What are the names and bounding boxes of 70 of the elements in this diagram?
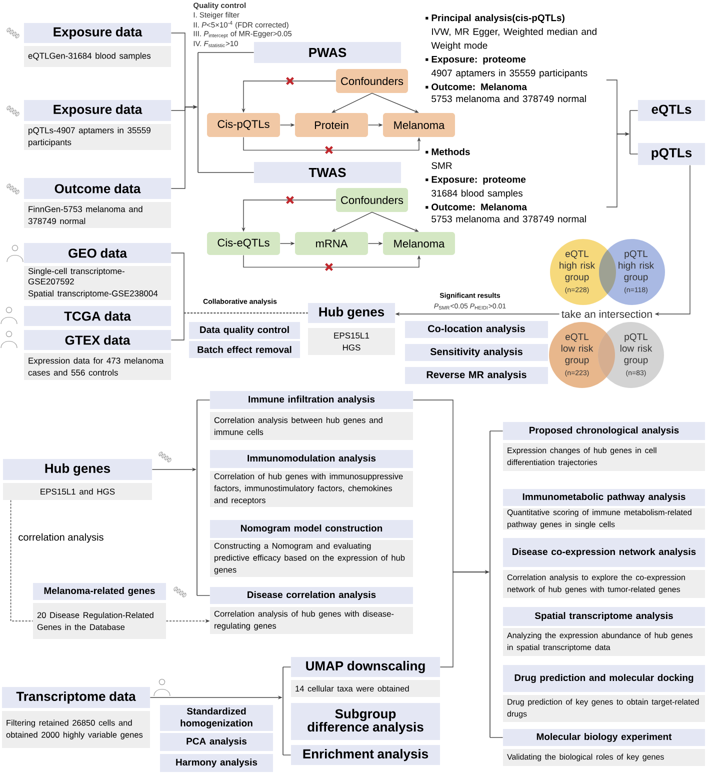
header-box: eQTLs <box>638 100 705 121</box>
info-card: Outcome data FinnGen-5753 melanoma and 378749 normal <box>24 178 171 228</box>
node-label: 14 cellular taxa were obtained <box>296 685 409 692</box>
node-label: Immunometabolic pathway analysis <box>522 493 686 502</box>
node-label: Transcriptome data <box>16 691 136 704</box>
node-label: Outcome data <box>54 184 141 194</box>
info-card: GEO data Single-cell transcriptome-GSE207592 Spatial transcriptome-GSE238004 <box>24 243 171 300</box>
factor-box: Cis-pQTLs <box>207 113 280 137</box>
factor-box: Cis-eQTLs <box>207 232 280 255</box>
header-box: PCA analysis <box>160 733 273 751</box>
header-box: Standardized homogenization <box>160 705 273 731</box>
node-label: Hub genes <box>319 306 384 320</box>
bullet-list: Methods SMR Exposure: proteome 31684 blood samples Outcome: Melanoma 5753 melanoma and 378749 normal <box>426 148 586 222</box>
header-box: Batch effect removal <box>189 341 300 358</box>
node-label: GEO data <box>68 248 128 258</box>
bullet-list: Principal analysis(cis-pQTLs) IVW, MR Egger, Weighted median and Weight mode Exposure: proteome 4907 aptamers in 35559 participants Outcome: Melanoma 5753 melanoma and 378749 normal <box>426 14 596 102</box>
info-card: Transcriptome data Filtering retained 26850 cells and obtained 2000 highly variable genes <box>2 687 150 748</box>
node-label: Nomogram model construction <box>240 524 382 534</box>
node-label: Proposed chronological analysis <box>530 426 679 436</box>
header-box: PWAS <box>254 42 401 63</box>
info-card: Disease co-expression network analysis Correlation analysis to explore the co-expression network of hub genes with tumor-related genes <box>503 538 705 598</box>
info-card: Exposure data pQTLs-4907 aptamers in 35559 participants <box>24 100 171 150</box>
info-card: Disease correlation analysis Correlation analysis of hub genes with disease-regulating genes <box>210 587 413 634</box>
factor-box: mRNA <box>295 232 368 255</box>
node-label: GTEX data <box>65 335 130 345</box>
node-label: Immunomodulation analysis <box>248 454 376 464</box>
factor-box: Confounders <box>336 69 408 93</box>
info-card: Immunometabolic pathway analysis Quantitative scoring of immune metabolism-related pathway genes in single cells <box>503 489 705 530</box>
header-box: pQTLs <box>638 143 705 165</box>
node-label: Immune infiltration analysis <box>248 396 375 404</box>
node-label: Correlation analysis to explore the co-expression network of hub genes with tumor-related genes <box>507 574 685 594</box>
header-box: Harmony analysis <box>160 754 273 772</box>
header-box: Enrichment analysis <box>291 745 440 765</box>
edge-label: correlation analysis <box>17 532 105 544</box>
info-card: UMAP downscaling 14 cellular taxa were obtained <box>291 657 440 697</box>
info-card: Spatial transcriptome analysis Analyzing the expression abundance of hub genes in spatial transcriptome data <box>503 607 705 656</box>
info-card: Nomogram model construction Constructing a Nomogram and evaluating predictive efficacy based on the expression of hub genes <box>210 520 413 577</box>
info-card: GTEX data Expression data for 473 melanoma cases and 556 controls <box>24 330 171 380</box>
info-card: Molecular biology experiment Validating the biological roles of key genes <box>503 729 705 766</box>
factor-box: Melanoma <box>383 232 455 255</box>
info-card: Immunomodulation analysis Correlation of hub genes with immunosuppressive factors, immunostimulatory factors, chemokines and receptors <box>210 450 413 507</box>
threshold-text: $\mbox{\itshape P}_{\mbox{\fontsize{5bp}{6bp}\selectfont SMR}}\mbox{<0.05 }\mbox{\itshape P}_{\mbox{\fontsize{5bp}{6bp}\selectfont HEIDI}}\mbox{>0.01}$ <box>434 304 506 310</box>
node-label: Disease correlation analysis <box>248 591 376 600</box>
node-label: Exposure data <box>54 104 142 117</box>
notes-text: $\mbox{III. }\mbox{\itshape P}_{\mbox{\fontsize{5bp}{6bp}\selectfont intercept}}\mbox{ of MR-Egger>0.05}$ <box>194 30 292 38</box>
factor-box: Confounders <box>336 188 408 212</box>
node-label: Melanoma-related genes <box>44 587 155 596</box>
venn-caption: take an intersection <box>562 310 652 318</box>
info-card: Hub genes EPS15L1 HGS <box>308 303 395 355</box>
node-label: Validating the biological roles of key genes <box>507 754 664 762</box>
header-box: Co-location analysis <box>405 321 548 338</box>
header-box: Subgroup difference analysis <box>291 703 440 740</box>
info-card: Hub genes EPS15L1 and HGS <box>3 459 152 500</box>
notes-text: $\mbox{IV. }\mbox{\itshape F}_{\mbox{\fontsize{5bp}{6bp}\selectfont statistic}}\mbox{>10}$ <box>194 40 238 48</box>
header-box: Reverse MR analysis <box>405 367 548 384</box>
info-card: Immune infiltration analysis Correlation analysis between hub genes and immune cells <box>210 391 413 440</box>
info-card: Melanoma-related genes 20 Disease Regulation-Related Genes in the Database <box>33 583 166 639</box>
node-label: Drug prediction of key genes to obtain target-related drugs <box>507 698 699 718</box>
factor-box: Protein <box>295 113 368 137</box>
header-box: Sensitivity analysis <box>405 344 548 361</box>
node-label: Spatial transcriptome analysis <box>534 612 673 621</box>
factor-box: Melanoma <box>383 113 455 137</box>
header-box: TWAS <box>254 162 401 183</box>
header-box: TCGA data <box>24 306 171 326</box>
header-box: Data quality control <box>189 322 300 339</box>
node-label: EPS15L1 and HGS <box>40 488 115 495</box>
info-card: Proposed chronological analysis Expression changes of hub genes in cell differentiation trajectories <box>503 422 705 471</box>
info-card: Drug prediction and molecular docking Drug prediction of key genes to obtain target-related drugs <box>503 665 705 722</box>
info-card: Exposure data eQTLGen-31684 blood samples <box>24 23 171 67</box>
node-label: Exposure data <box>54 26 142 40</box>
